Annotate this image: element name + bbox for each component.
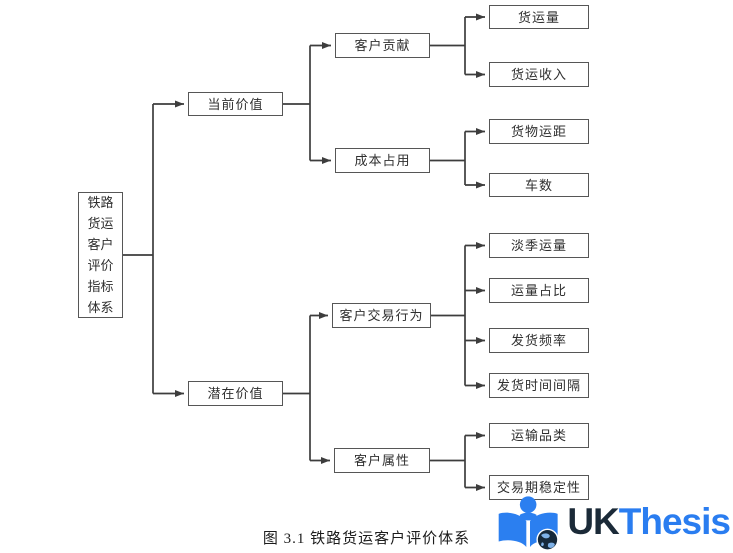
node-root-index-system: 铁路 货运 客户 评价 指标 体系 xyxy=(78,192,123,318)
logo-text: UKThesis xyxy=(567,500,731,542)
leaf-volume-share: 运量占比 xyxy=(489,278,589,303)
logo-text-uk: UK xyxy=(567,500,619,542)
node-current-value: 当前价值 xyxy=(188,92,283,116)
node-customer-transaction-behavior: 客户交易行为 xyxy=(332,303,431,328)
node-cost-occupation: 成本占用 xyxy=(335,148,430,173)
leaf-shipping-time-interval: 发货时间间隔 xyxy=(489,373,589,398)
node-potential-value: 潜在价值 xyxy=(188,381,283,406)
leaf-cargo-distance: 货物运距 xyxy=(489,119,589,144)
leaf-transaction-period-stability: 交易期稳定性 xyxy=(489,475,589,500)
logo-text-thesis: Thesis xyxy=(618,500,731,542)
leaf-offseason-volume: 淡季运量 xyxy=(489,233,589,258)
node-customer-attributes: 客户属性 xyxy=(334,448,430,473)
figure-caption: 图 3.1 铁路货运客户评价体系 xyxy=(262,531,471,547)
ukthesis-logo: UKThesis xyxy=(495,495,731,553)
leaf-freight-volume: 货运量 xyxy=(489,5,589,29)
reader-book-icon xyxy=(499,496,559,551)
node-customer-contribution: 客户贡献 xyxy=(335,33,430,58)
leaf-transport-category: 运输品类 xyxy=(489,423,589,448)
leaf-car-count: 车数 xyxy=(489,173,589,197)
leaf-shipping-frequency: 发货频率 xyxy=(489,328,589,353)
globe-icon xyxy=(536,528,559,551)
leaf-freight-revenue: 货运收入 xyxy=(489,62,589,87)
